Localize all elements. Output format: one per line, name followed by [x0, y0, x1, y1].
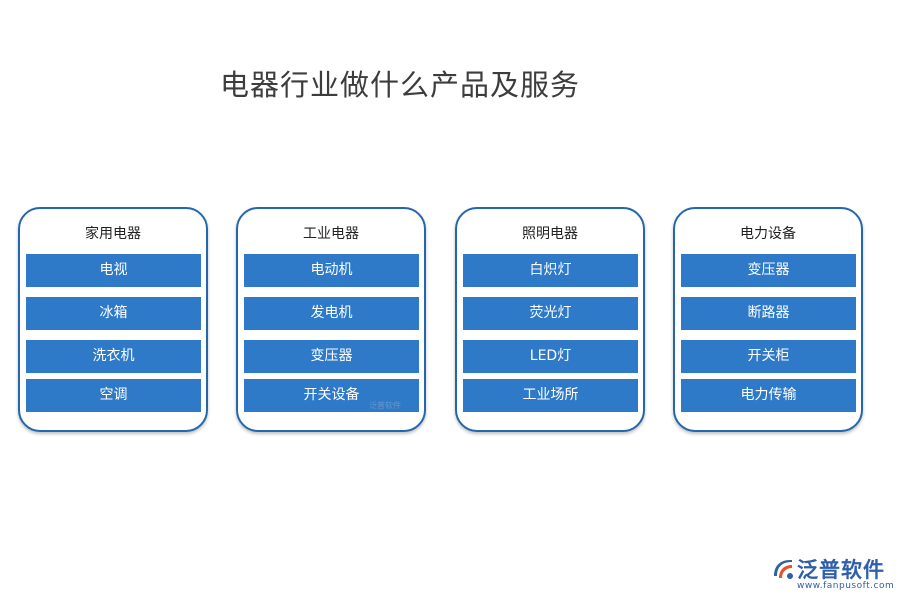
category-card-household: 家用电器 电视 冰箱 洗衣机 空调	[18, 207, 208, 432]
category-item: 空调	[26, 379, 201, 412]
category-item: 发电机	[244, 297, 419, 330]
category-item: 开关设备	[244, 379, 419, 412]
category-card-industrial: 工业电器 电动机 发电机 变压器 开关设备 泛普软件	[236, 207, 426, 432]
category-item: 荧光灯	[463, 297, 638, 330]
category-item: 电动机	[244, 254, 419, 287]
logo-url: www.fanpusoft.com	[797, 581, 895, 591]
category-item: 冰箱	[26, 297, 201, 330]
category-item: 电力传输	[681, 379, 856, 412]
category-item: 洗衣机	[26, 340, 201, 373]
page-title: 电器行业做什么产品及服务	[220, 68, 581, 102]
category-title: 照明电器	[522, 226, 578, 242]
category-title: 工业电器	[303, 226, 359, 242]
logo-name: 泛普软件	[797, 558, 885, 582]
category-item: 开关柜	[681, 340, 856, 373]
category-item: 断路器	[681, 297, 856, 330]
category-item: 电视	[26, 254, 201, 287]
category-title: 电力设备	[740, 226, 796, 242]
watermark-text: 泛普软件	[369, 401, 401, 410]
category-item: LED灯	[463, 340, 638, 373]
category-item: 工业场所	[463, 379, 638, 412]
category-item: 变压器	[244, 340, 419, 373]
logo-icon	[774, 560, 793, 579]
brand-logo: 泛普软件 www.fanpusoft.com	[770, 554, 895, 594]
category-item: 变压器	[681, 254, 856, 287]
category-item: 白炽灯	[463, 254, 638, 287]
category-card-lighting: 照明电器 白炽灯 荧光灯 LED灯 工业场所	[455, 207, 645, 432]
category-title: 家用电器	[85, 226, 141, 242]
category-card-power: 电力设备 变压器 断路器 开关柜 电力传输	[673, 207, 863, 432]
